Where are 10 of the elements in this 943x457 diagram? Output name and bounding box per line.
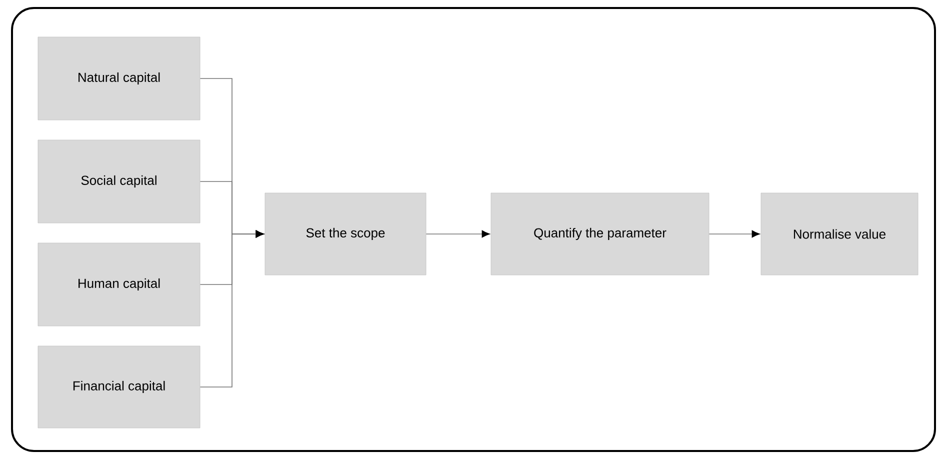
- arrow: [426, 230, 490, 238]
- arrow: [200, 230, 264, 388]
- arrow: [708, 230, 760, 238]
- process-box: Normalise value: [760, 192, 918, 276]
- process-box: Financial capital: [38, 346, 200, 428]
- process-box: Social capital: [38, 140, 200, 224]
- process-box: Natural capital: [38, 36, 200, 120]
- process-box: Quantify the parameter: [490, 192, 710, 276]
- process-box: Human capital: [38, 242, 200, 326]
- process-box: Set the scope: [264, 192, 426, 276]
